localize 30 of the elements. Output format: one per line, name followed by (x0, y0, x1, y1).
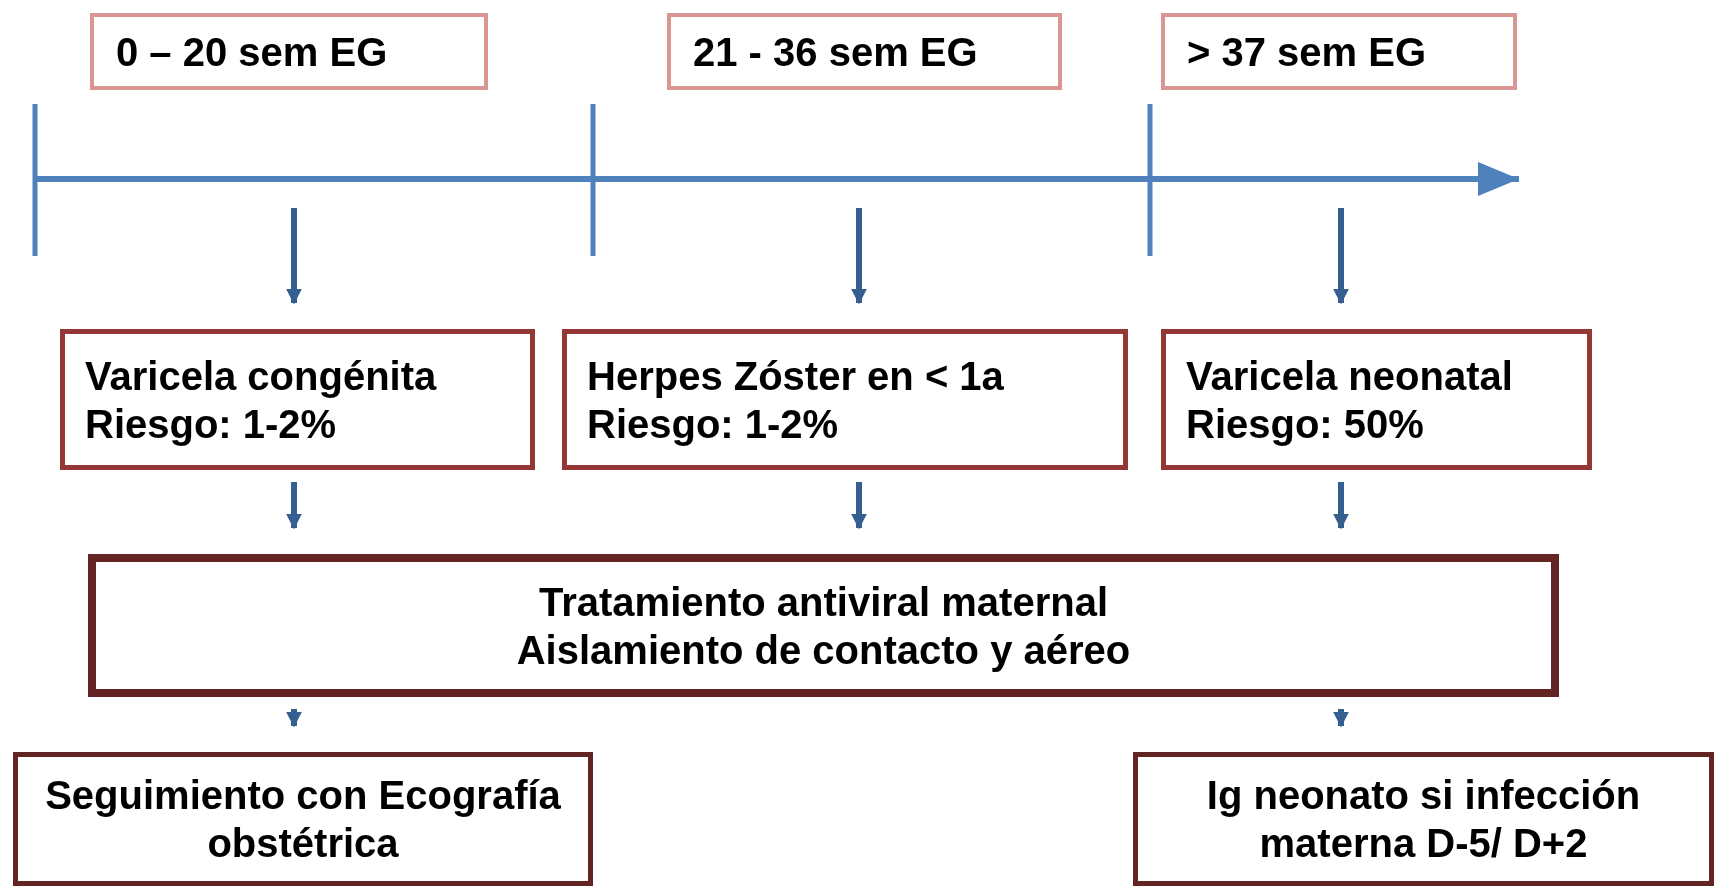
box-text: 0 – 20 sem EG (116, 28, 389, 76)
box-text: Riesgo: 1-2% (587, 400, 840, 448)
risk-box (1161, 329, 1592, 470)
box-text: Aislamiento de contacto y aéreo (515, 626, 1132, 674)
risk-box (562, 329, 1128, 470)
outcome-box (13, 752, 593, 886)
arrow (851, 208, 867, 305)
arrow (1333, 482, 1349, 530)
arrow (1333, 208, 1349, 305)
outcome-box (1133, 752, 1714, 886)
box-text: Riesgo: 1-2% (85, 400, 338, 448)
period-box (1161, 13, 1517, 90)
treatment-box (88, 554, 1559, 697)
arrow (286, 482, 302, 530)
box-text: Tratamiento antiviral maternal (537, 578, 1110, 626)
period-box (90, 13, 488, 90)
arrow (286, 208, 302, 305)
box-text: 21 - 36 sem EG (693, 28, 979, 76)
risk-box (60, 329, 535, 470)
arrow (1333, 709, 1349, 728)
box-text: Riesgo: 50% (1186, 400, 1425, 448)
period-box (667, 13, 1062, 90)
box-text: Varicela neonatal (1186, 352, 1514, 400)
box-text: Ig neonato si infección materna D-5/ D+2 (1205, 772, 1642, 867)
box-text: Seguimiento con Ecografía obstétrica (44, 772, 562, 867)
arrow (286, 709, 302, 728)
box-text: > 37 sem EG (1187, 28, 1428, 76)
box-text: Varicela congénita (85, 352, 438, 400)
arrow (851, 482, 867, 530)
box-text: Herpes Zóster en < 1a (587, 352, 1005, 400)
